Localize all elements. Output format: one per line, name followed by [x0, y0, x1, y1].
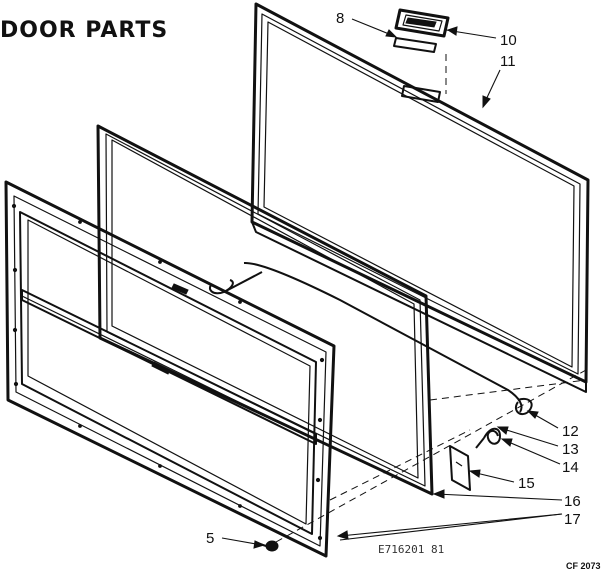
callout-10: 10 — [500, 32, 517, 49]
handle-slot — [401, 85, 441, 103]
callout-12: 12 — [562, 423, 579, 440]
handle-cover-plate — [393, 37, 437, 53]
callout-14: 14 — [562, 459, 579, 476]
hinge-spring — [475, 427, 501, 449]
door-handle — [394, 8, 450, 38]
callout-15: 15 — [518, 475, 535, 492]
hinge-bracket — [449, 445, 471, 491]
screw — [259, 540, 279, 552]
callout-17: 17 — [564, 511, 581, 528]
callout-13: 13 — [562, 441, 579, 458]
screw-holes — [11, 203, 325, 541]
callout-16: 16 — [564, 493, 581, 510]
callout-11: 11 — [500, 53, 516, 70]
corner-code: CF 2073 — [566, 561, 601, 571]
outer-door-panel — [250, 2, 590, 393]
callout-8: 8 — [336, 10, 344, 27]
callout-5: 5 — [206, 530, 214, 547]
diagram-title: DOOR PARTS — [0, 18, 169, 43]
inner-door-liner — [4, 180, 336, 558]
leader-lines — [221, 18, 563, 549]
part-code: E716201 81 — [378, 543, 444, 556]
